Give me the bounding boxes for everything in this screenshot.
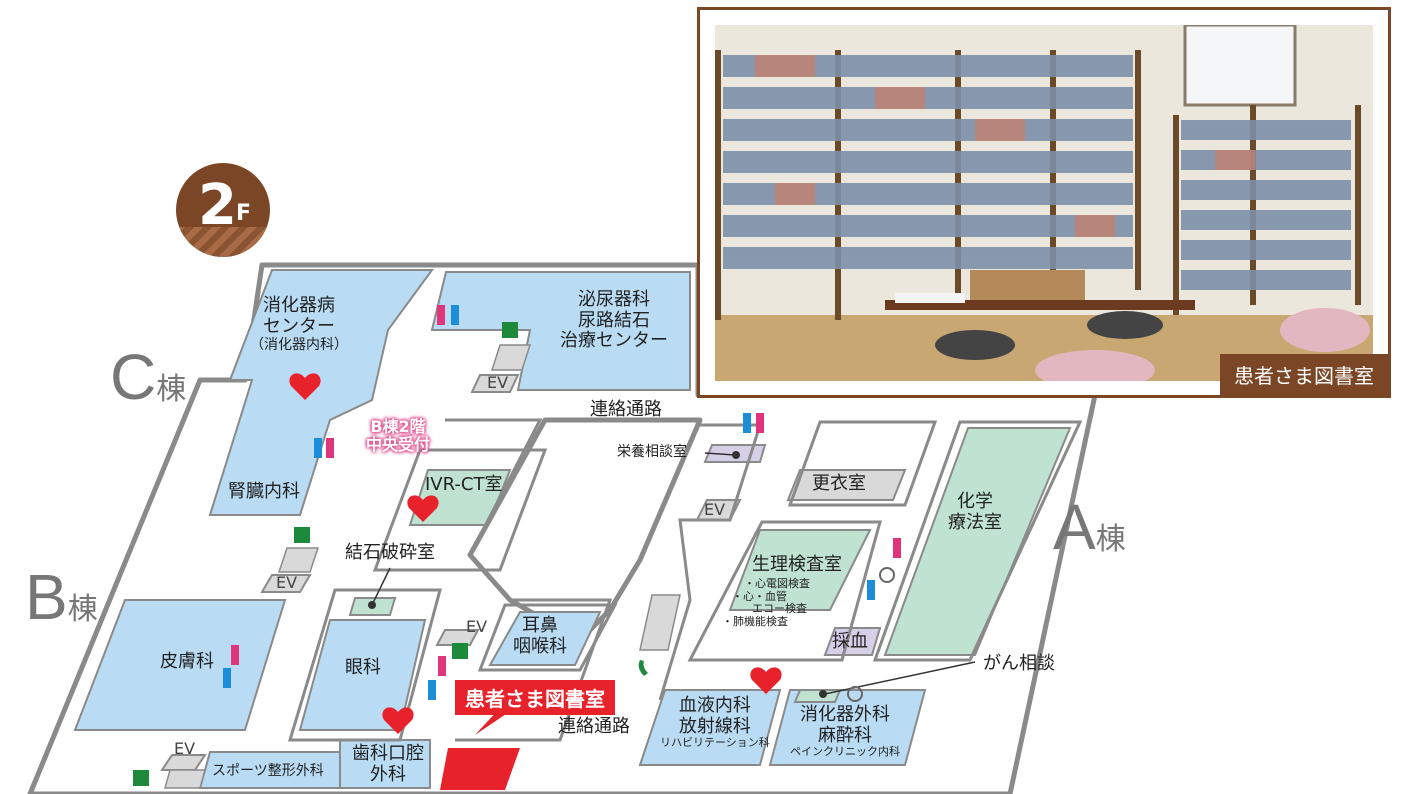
hematology-room	[638, 689, 782, 766]
label-ophthalmology: 眼科	[345, 657, 381, 678]
label-changing: 更衣室	[812, 473, 866, 494]
nutrition-dot	[732, 451, 740, 459]
library-room	[440, 748, 520, 790]
photo-caption: 患者さま図書室	[1220, 354, 1388, 395]
floor-badge: 2 F	[176, 163, 270, 257]
blood-draw-room	[823, 627, 882, 656]
emergency-exit-icon	[294, 527, 310, 543]
label-ent: 耳鼻 咽喉科	[513, 615, 567, 657]
wheelchair-icon	[847, 686, 863, 702]
library-photo-frame: 患者さま図書室	[697, 7, 1391, 398]
library-photo	[715, 25, 1373, 381]
label-nutrition: 栄養相談室	[617, 444, 687, 460]
changing-outline	[787, 420, 938, 507]
phone-icon	[638, 660, 648, 676]
ev-label: EV	[466, 617, 488, 636]
stairs-icon	[164, 769, 206, 789]
toilet-icon	[756, 413, 764, 433]
aed-heart-icon	[382, 707, 414, 734]
toilet-icon	[437, 305, 445, 325]
urology-room	[430, 271, 691, 391]
toilet-icon	[428, 680, 436, 700]
label-gi-surgery: 消化器外科 麻酔科 ペインクリニック内科	[790, 704, 900, 759]
physiology-outline	[687, 520, 882, 662]
toilet-icon	[867, 580, 875, 600]
label-sports: スポーツ整形外科	[212, 763, 324, 779]
building-b-label: B棟	[25, 561, 98, 633]
wheelchair-icon	[879, 567, 895, 583]
toilet-icon	[451, 305, 459, 325]
ev-label: EV	[276, 573, 298, 592]
building-c-label: C棟	[110, 341, 187, 413]
library-photo-illustration	[715, 25, 1373, 381]
ivr-outline	[372, 448, 548, 572]
emergency-exit-icon	[502, 322, 518, 338]
aed-heart-icon	[750, 667, 782, 694]
emergency-exit-icon	[133, 770, 149, 786]
label-gi-center: 消化器病 センター （消化器内科）	[250, 295, 348, 354]
toilet-icon	[743, 413, 751, 433]
toilet-icon	[438, 656, 446, 676]
ev-nw	[470, 374, 520, 393]
label-b2-reception: B棟2階 中央受付	[366, 417, 431, 454]
leader-nutrition	[704, 452, 736, 456]
label-blood-draw: 採血	[832, 631, 868, 652]
label-hematology: 血液内科 放射線科 リハビリテーション科	[660, 695, 770, 750]
label-ivr-ct: IVR-CT室	[425, 474, 503, 495]
gi-center-room	[208, 269, 434, 516]
physiology-room	[728, 529, 872, 611]
label-dermatology: 皮膚科	[160, 651, 214, 672]
ev-label: EV	[174, 739, 196, 758]
lithotripsy-dot	[368, 601, 376, 609]
dermatology-room	[73, 599, 287, 731]
library-callout: 患者さま図書室	[455, 680, 615, 715]
eye-outline	[287, 588, 442, 742]
ophthalmology-room	[298, 619, 427, 731]
stairs-icon	[490, 344, 532, 371]
toilet-icon	[893, 538, 901, 558]
label-cancer-consult: がん相談	[983, 653, 1055, 674]
label-chemo: 化学 療法室	[948, 491, 1002, 533]
ev-label: EV	[704, 500, 726, 519]
label-corridor-bottom: 連絡通路	[558, 716, 630, 737]
toilet-icon	[231, 645, 239, 665]
label-lithotripsy: 結石破砕室	[345, 542, 435, 563]
label-urology: 泌尿器科 尿路結石 治療センター	[560, 289, 668, 352]
emergency-exit-icon	[452, 643, 468, 659]
label-corridor-top: 連絡通路	[590, 399, 662, 420]
ev-w	[260, 574, 312, 593]
label-physiology-items: ・心電図検査 ・心・血管 エコー検査 ・肺機能検査	[722, 577, 810, 628]
changing-room	[786, 469, 907, 501]
badge-pattern	[176, 227, 270, 257]
aed-heart-icon	[407, 495, 439, 522]
toilet-icon	[223, 668, 231, 688]
toilet-icon	[326, 438, 334, 458]
aed-heart-icon	[289, 373, 321, 400]
label-physiology: 生理検査室	[752, 554, 842, 575]
stairs-icon	[277, 547, 320, 573]
ent-outline	[477, 603, 618, 672]
building-a-label: A棟	[1053, 491, 1126, 563]
chemo-room	[883, 427, 1072, 656]
floor-suffix: F	[236, 201, 252, 226]
gi-surgery-room	[768, 689, 927, 766]
stairs-icon	[639, 594, 681, 651]
label-nephrology: 腎臓内科	[228, 481, 300, 502]
ent-room	[488, 611, 602, 666]
toilet-icon	[314, 438, 322, 458]
ev-label: EV	[487, 373, 509, 392]
leader-lithotripsy	[371, 567, 391, 606]
chemo-outline	[872, 420, 1083, 662]
ev-eye	[435, 629, 480, 646]
label-dental: 歯科口腔 外科	[352, 743, 424, 785]
floor-number: 2	[198, 173, 237, 238]
cancer-dot	[819, 690, 827, 698]
inner-wall-1	[445, 418, 613, 742]
